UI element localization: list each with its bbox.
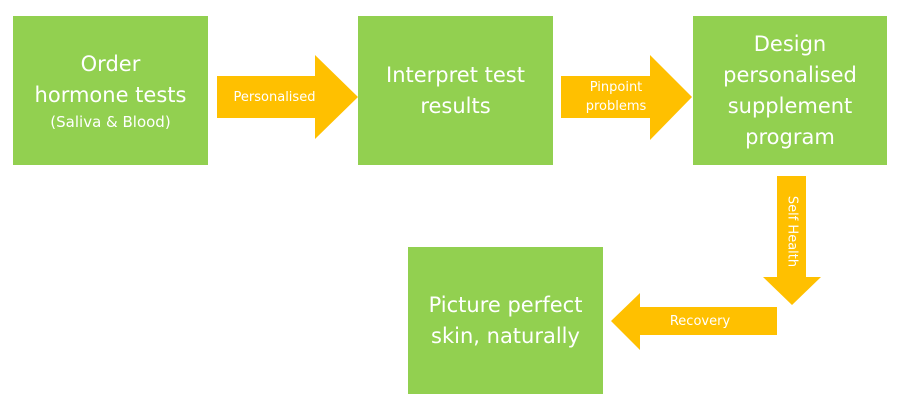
arrow-label-line: problems: [585, 99, 647, 114]
step-order-hormone-tests: Order hormone tests (Saliva & Blood): [13, 16, 208, 165]
arrow-label-recovery: Recovery: [669, 314, 731, 329]
step-title-line: Picture perfect: [428, 292, 583, 317]
step-title-line: personalised: [723, 62, 857, 87]
arrow-label-line: Pinpoint: [589, 80, 643, 95]
step-title-line: Design: [753, 31, 827, 56]
step-title-line: Interpret test: [386, 62, 525, 87]
arrow-recovery: [611, 293, 777, 350]
step-title-line: Order: [80, 51, 141, 76]
arrow-label-pinpoint: Pinpoint problems: [561, 78, 671, 116]
arrow-label-self-health: Self Health: [784, 195, 800, 268]
step-title-line: skin, naturally: [431, 323, 580, 348]
step-title-line: results: [420, 93, 491, 118]
step-title-line: program: [745, 124, 835, 149]
step-design-program: Design personalised supplement program: [693, 16, 887, 165]
step-subtitle: (Saliva & Blood): [50, 112, 171, 131]
arrow-self-health: [763, 176, 821, 305]
step-interpret-results: Interpret test results: [358, 16, 553, 165]
step-title-line: supplement: [727, 93, 853, 118]
arrow-personalised: [217, 55, 358, 139]
arrow-label-personalised: Personalised: [233, 90, 316, 105]
step-title-line: hormone tests: [34, 82, 187, 107]
step-picture-perfect-skin: Picture perfect skin, naturally: [408, 247, 603, 394]
arrow-pinpoint-problems: [561, 55, 692, 140]
